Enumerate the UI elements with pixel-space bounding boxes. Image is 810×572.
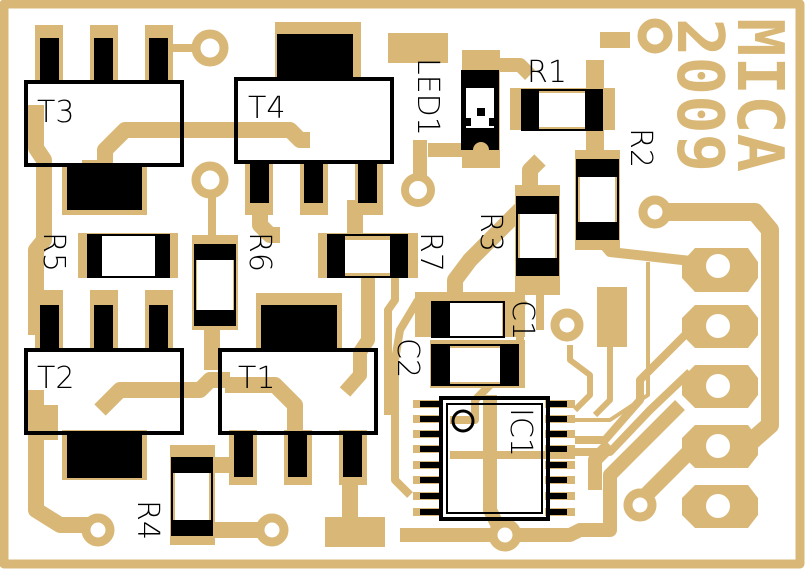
label-R6: R6 — [242, 232, 277, 272]
label-T2: T2 — [37, 361, 74, 396]
connector-pin-3 — [682, 365, 758, 408]
via — [401, 173, 435, 207]
via — [255, 513, 289, 547]
via — [191, 161, 229, 199]
label-IC1: IC1 — [503, 408, 538, 457]
led-LED1: LED1 — [410, 50, 500, 168]
label-LED1: LED1 — [410, 58, 445, 136]
resistor-R4: R4 — [130, 445, 215, 545]
label-R7: R7 — [413, 232, 448, 272]
label-T3: T3 — [37, 95, 74, 130]
vias — [81, 18, 673, 552]
ic-IC1: IC1 — [413, 396, 575, 521]
copper-pad — [597, 287, 627, 347]
via — [638, 195, 672, 229]
transistor-T1: T1 — [218, 293, 378, 485]
via — [550, 308, 584, 342]
resistor-R5: R5 — [36, 232, 178, 278]
label-R4: R4 — [130, 500, 165, 540]
label-T1: T1 — [238, 361, 275, 396]
capacitor-C1: C1 — [415, 292, 540, 340]
transistor-T4: T4 — [234, 22, 394, 215]
label-R3: R3 — [473, 212, 508, 252]
via — [191, 29, 229, 67]
label-R5: R5 — [36, 232, 71, 272]
resistor-R3: R3 — [473, 185, 560, 295]
via — [81, 513, 115, 547]
resistor-R7: R7 — [318, 232, 448, 278]
label-C2: C2 — [390, 338, 425, 378]
label-R1: R1 — [527, 55, 567, 90]
transistor-T2: T2 — [24, 290, 184, 480]
ic-left-pins — [413, 400, 443, 516]
connector-pin-5 — [682, 485, 758, 528]
connector-pin-2 — [682, 305, 758, 348]
connector — [682, 248, 758, 528]
capacitor-C2: C2 — [390, 338, 525, 388]
ic-right-pins — [545, 400, 575, 516]
via — [488, 518, 522, 552]
resistor-R6: R6 — [192, 232, 277, 330]
resistor-R1: R1 — [510, 55, 615, 131]
label-C1: C1 — [505, 300, 540, 340]
transistor-T3: T3 — [24, 25, 184, 215]
label-T4: T4 — [248, 91, 285, 126]
brand-year: 2009 — [662, 18, 736, 172]
pin1-marker — [451, 409, 475, 433]
copper-pad — [388, 33, 448, 63]
via — [623, 488, 657, 522]
connector-pin-4 — [682, 425, 758, 468]
brand-mica: MICA — [722, 18, 796, 172]
via — [637, 18, 673, 54]
label-R2: R2 — [623, 128, 658, 168]
resistor-R2: R2 — [575, 128, 658, 250]
connector-pin-1 — [682, 248, 758, 292]
copper-pad — [325, 517, 385, 547]
